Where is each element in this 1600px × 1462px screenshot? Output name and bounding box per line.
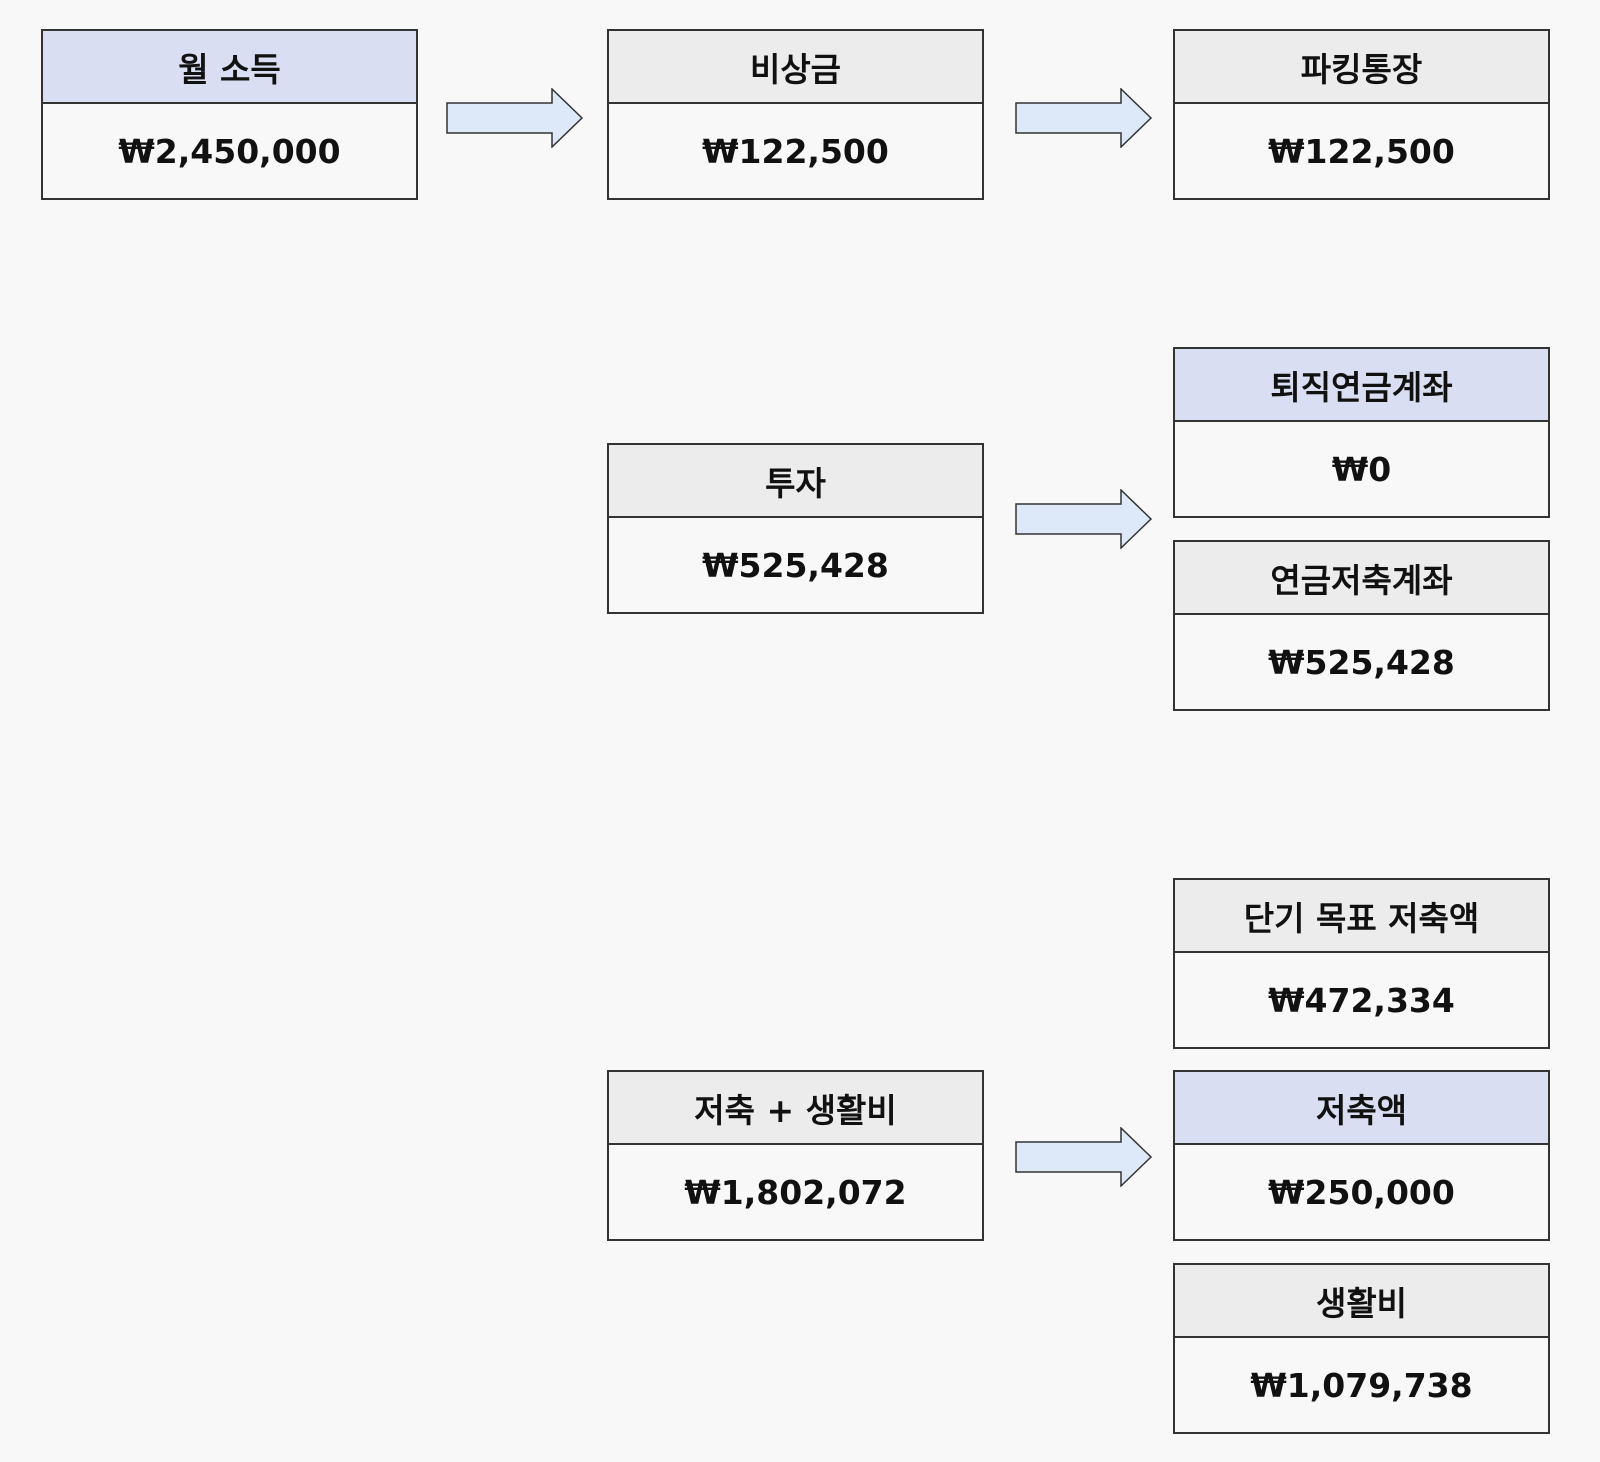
arrow-right-icon — [446, 88, 584, 148]
arrow-right-icon — [1015, 1127, 1153, 1187]
savings-living-title: 저축 + 생활비 — [609, 1072, 982, 1145]
living-box: 생활비 ₩1,079,738 — [1173, 1263, 1550, 1434]
income-title: 월 소득 — [43, 31, 416, 104]
arrow-right-icon — [1015, 88, 1153, 148]
income-box: 월 소득 ₩2,450,000 — [41, 29, 418, 200]
pension-title: 연금저축계좌 — [1175, 542, 1548, 615]
savings-box: 저축액 ₩250,000 — [1173, 1070, 1550, 1241]
investment-title: 투자 — [609, 445, 982, 518]
savings-title: 저축액 — [1175, 1072, 1548, 1145]
savings-value: ₩250,000 — [1268, 1172, 1455, 1212]
retirement-box: 퇴직연금계좌 ₩0 — [1173, 347, 1550, 518]
emergency-value: ₩122,500 — [702, 131, 889, 171]
short-goal-value: ₩472,334 — [1268, 980, 1455, 1020]
short-goal-box: 단기 목표 저축액 ₩472,334 — [1173, 878, 1550, 1049]
short-goal-title: 단기 목표 저축액 — [1175, 880, 1548, 953]
income-value: ₩2,450,000 — [118, 131, 341, 171]
arrow-right-icon — [1015, 489, 1153, 549]
savings-living-box: 저축 + 생활비 ₩1,802,072 — [607, 1070, 984, 1241]
emergency-box: 비상금 ₩122,500 — [607, 29, 984, 200]
investment-value: ₩525,428 — [702, 545, 889, 585]
pension-value: ₩525,428 — [1268, 642, 1455, 682]
investment-box: 투자 ₩525,428 — [607, 443, 984, 614]
emergency-title: 비상금 — [609, 31, 982, 104]
pension-box: 연금저축계좌 ₩525,428 — [1173, 540, 1550, 711]
parking-box: 파킹통장 ₩122,500 — [1173, 29, 1550, 200]
retirement-value: ₩0 — [1331, 449, 1392, 489]
living-title: 생활비 — [1175, 1265, 1548, 1338]
parking-title: 파킹통장 — [1175, 31, 1548, 104]
parking-value: ₩122,500 — [1268, 131, 1455, 171]
savings-living-value: ₩1,802,072 — [684, 1172, 907, 1212]
retirement-title: 퇴직연금계좌 — [1175, 349, 1548, 422]
living-value: ₩1,079,738 — [1250, 1365, 1473, 1405]
